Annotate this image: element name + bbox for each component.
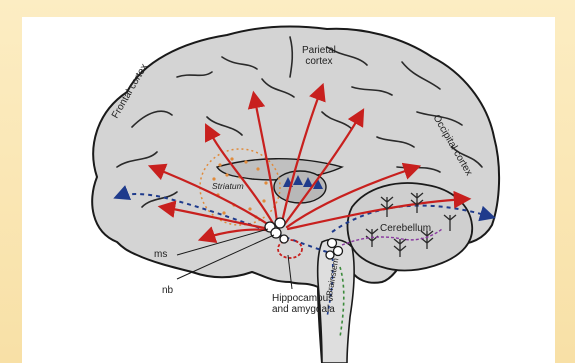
label-cerebellum-text: Cerebellum [380, 223, 431, 234]
label-nb: nb [162, 285, 173, 296]
label-ms: ms [154, 249, 167, 260]
label-parietal-line-2: cortex [302, 56, 336, 67]
label-parietal-cortex: Parietal cortex [302, 45, 336, 67]
label-parietal-line-1: Parietal [302, 45, 336, 56]
label-nb-text: nb [162, 285, 173, 296]
label-cerebellum: Cerebellum [380, 223, 431, 234]
label-striatum-text: Striatum [212, 181, 244, 191]
label-hippocampus-amygdala: Hippocampus and amygdala [272, 293, 335, 315]
figure-panel: Frontal cortex Parietal cortex Occipital… [22, 17, 555, 363]
label-hippocampus-line-2: and amygdala [272, 304, 335, 315]
label-ms-text: ms [154, 249, 167, 260]
label-striatum: Striatum [212, 181, 244, 192]
